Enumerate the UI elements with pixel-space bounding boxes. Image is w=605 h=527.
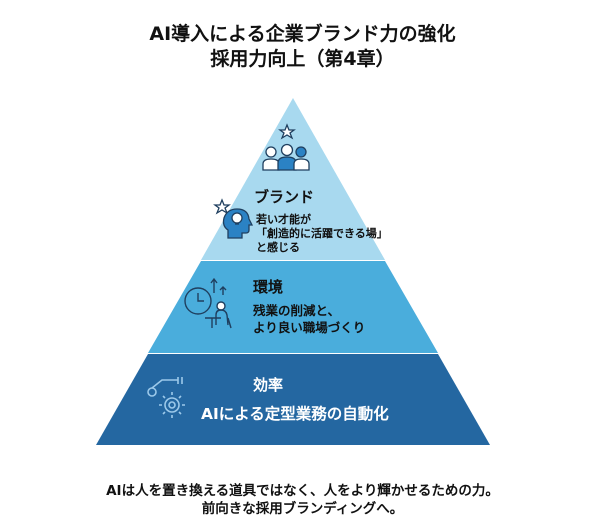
head-lightbulb-icon <box>213 198 254 239</box>
footer-line-1: AIは人を置き換える道具ではなく、人をより輝かせるための力。 <box>106 483 499 499</box>
environment-description: 残業の削減と、 より良い職場づくり <box>253 302 365 336</box>
page-title: AI導入による企業ブランド力の強化 採用力向上（第4章） <box>0 22 605 72</box>
text-line: 残業の削減と、 <box>253 303 341 318</box>
robot-arm-gear-icon <box>147 377 185 418</box>
efficiency-heading: 効率 <box>253 376 284 394</box>
tier-efficiency <box>96 354 490 445</box>
title-line-1: AI導入による企業ブランド力の強化 <box>149 23 456 45</box>
text-line: 若い才能が <box>256 213 311 226</box>
brand-description: 若い才能が 「創造的に活躍できる場」 と感じる <box>256 213 388 255</box>
efficiency-description: AIによる定型業務の自動化 <box>201 405 389 423</box>
team-stars-icon <box>262 123 310 171</box>
text-line: より良い職場づくり <box>253 320 366 335</box>
clock-worker-icon <box>184 277 232 329</box>
brand-heading: ブランド <box>254 188 315 206</box>
text-line: と感じる <box>256 241 300 254</box>
title-line-2: 採用力向上（第4章） <box>210 48 395 70</box>
environment-heading: 環境 <box>253 278 284 296</box>
tier-environment <box>148 261 438 353</box>
footer-line-2: 前向きな採用ブランディングへ。 <box>201 501 404 517</box>
footer-message: AIは人を置き換える道具ではなく、人をより輝かせるための力。 前向きな採用ブラン… <box>0 482 605 518</box>
text-line: 「創造的に活躍できる場」 <box>256 227 388 240</box>
